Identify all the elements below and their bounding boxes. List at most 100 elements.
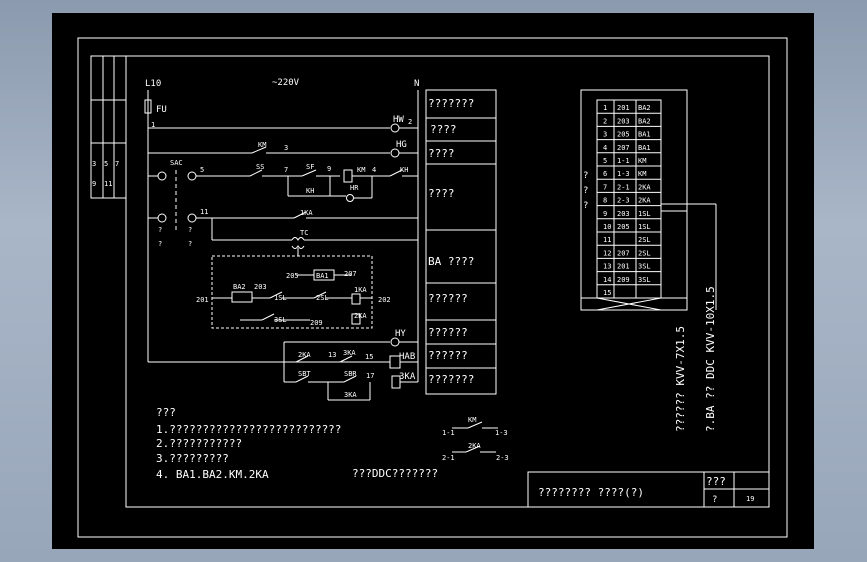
function-box: ???? (428, 187, 455, 200)
sac-contact (157, 171, 167, 181)
left-tag: 11 (104, 180, 112, 188)
wire-label: 3 (284, 144, 288, 152)
threeka-b-label: 3KA (344, 391, 357, 399)
drawing-sheet[interactable]: 3 5 7 9 11 L10 ~220V N FU 1 HW 2 (52, 13, 814, 549)
title-text: ???????? ????(?) (538, 486, 644, 499)
sheet-number: 19 (746, 495, 754, 503)
sf-label: SF (306, 163, 314, 171)
left-tag: 5 (104, 160, 108, 168)
ba1-label: BA1 (316, 272, 329, 280)
title-b: ? (712, 495, 717, 505)
sbt-label: SBT (298, 370, 311, 378)
wire-label: 9 (327, 165, 331, 173)
detail-ka: 2KA (468, 442, 481, 450)
kh-label: KH (400, 166, 408, 174)
lamp-hr (346, 194, 354, 202)
wire-label: 2 (408, 118, 412, 126)
terminal-dev: 3SL (638, 263, 651, 271)
sac-contact (187, 171, 197, 181)
wire-label: 203 (254, 283, 267, 291)
km-coil (343, 169, 353, 183)
function-box: ??????? (428, 373, 474, 386)
wire-label: 13 (328, 351, 336, 359)
terminal-dev: BA2 (638, 104, 651, 112)
function-boxes: ??????? ???? ???? ???? BA ???? ?????? ??… (425, 89, 497, 395)
terminal-dev: 2KA (638, 183, 651, 191)
lamp-hy-label: HY (395, 329, 406, 339)
function-box: ?????? (428, 326, 468, 339)
detail-ka-right: 2-3 (496, 454, 509, 462)
mark: ? (158, 240, 162, 248)
wire-label: 4 (372, 166, 376, 174)
mark: ? (188, 240, 192, 248)
terminal-no: 8 (603, 197, 607, 205)
function-box: ??????? (428, 97, 474, 110)
terminal-no: 15 (603, 289, 611, 297)
lamp-hg (390, 148, 400, 158)
terminal-no: 11 (603, 236, 611, 244)
wire-label: 205 (286, 272, 299, 280)
terminal-no: 10 (603, 223, 611, 231)
terminal-no: 2 (603, 117, 607, 125)
tc-transformer (291, 237, 305, 241)
schematic-drawing: 3 5 7 9 11 L10 ~220V N FU 1 HW 2 (77, 37, 788, 538)
threeka-coil-label: 3KA (399, 372, 416, 382)
wire-label: 209 (310, 319, 323, 327)
terminal-dev: 3SL (638, 276, 651, 284)
mark: ? (158, 226, 162, 234)
terminal-dev: KM (638, 170, 646, 178)
terminal-dev: BA1 (638, 144, 651, 152)
left-tag: 3 (92, 160, 96, 168)
terminal-no: 4 (603, 144, 607, 152)
terminal-no: 6 (603, 170, 607, 178)
kh-aux-label: KH (306, 187, 314, 195)
cable2-label: ?.BA ?? DDC KVV-10X1.5 (704, 286, 717, 432)
sac-contact (187, 213, 197, 223)
phase-label: L10 (145, 79, 161, 89)
terminal-wire: 201 (617, 263, 630, 271)
terminal-wire: 201 (617, 104, 630, 112)
twoka-coil (351, 313, 361, 325)
terminal-dev: BA2 (638, 117, 651, 125)
title-a: ??? (706, 475, 726, 488)
function-box: BA ???? (428, 255, 474, 268)
terminal-dev: 2SL (638, 249, 651, 257)
inner-frame (125, 55, 770, 508)
fuse-symbol (144, 99, 152, 114)
wire-label: 15 (365, 353, 373, 361)
km-coil-label: KM (357, 166, 365, 174)
function-box: ???? (430, 123, 457, 136)
note-line: 4. BA1.BA2.KM.2KA (156, 468, 269, 481)
left-tag: 9 (92, 180, 96, 188)
threeka-label: 3KA (343, 349, 356, 357)
cable1-label: ?????? KVV-7X1.5 (674, 326, 687, 432)
revision-columns: 3 5 7 9 11 (90, 55, 127, 199)
note-line: 2.??????????? (156, 437, 242, 450)
function-box: ?????? (428, 292, 468, 305)
note-line: 1.?????????????????????????? (156, 423, 341, 436)
lamp-hy (390, 337, 400, 347)
terminal-dev: 2KA (638, 197, 651, 205)
terminal-wire: 2-1 (617, 183, 630, 191)
terminal-dev: 2SL (638, 236, 651, 244)
wire-label: 202 (378, 296, 391, 304)
wire-label: 201 (196, 296, 209, 304)
lamp-hg-label: HG (396, 140, 407, 150)
ss-label: SS (256, 163, 264, 171)
terminal-wire: 1-3 (617, 170, 630, 178)
terminal-dev: 1SL (638, 210, 651, 218)
notes-title: ??? (156, 406, 176, 419)
detail-km-left: 1-1 (442, 429, 455, 437)
terminal-wire: 203 (617, 117, 630, 125)
terminal-no: 13 (603, 263, 611, 271)
detail-ka-left: 2-1 (442, 454, 455, 462)
terminal-no: 5 (603, 157, 607, 165)
fuse-label: FU (156, 105, 167, 115)
function-box: ???? (428, 147, 455, 160)
tc-label: TC (300, 229, 308, 237)
oneka-label: 1KA (300, 209, 313, 217)
terminal-no: 14 (603, 276, 611, 284)
terminal-no: 7 (603, 183, 607, 191)
terminal-wire: 2-3 (617, 197, 630, 205)
